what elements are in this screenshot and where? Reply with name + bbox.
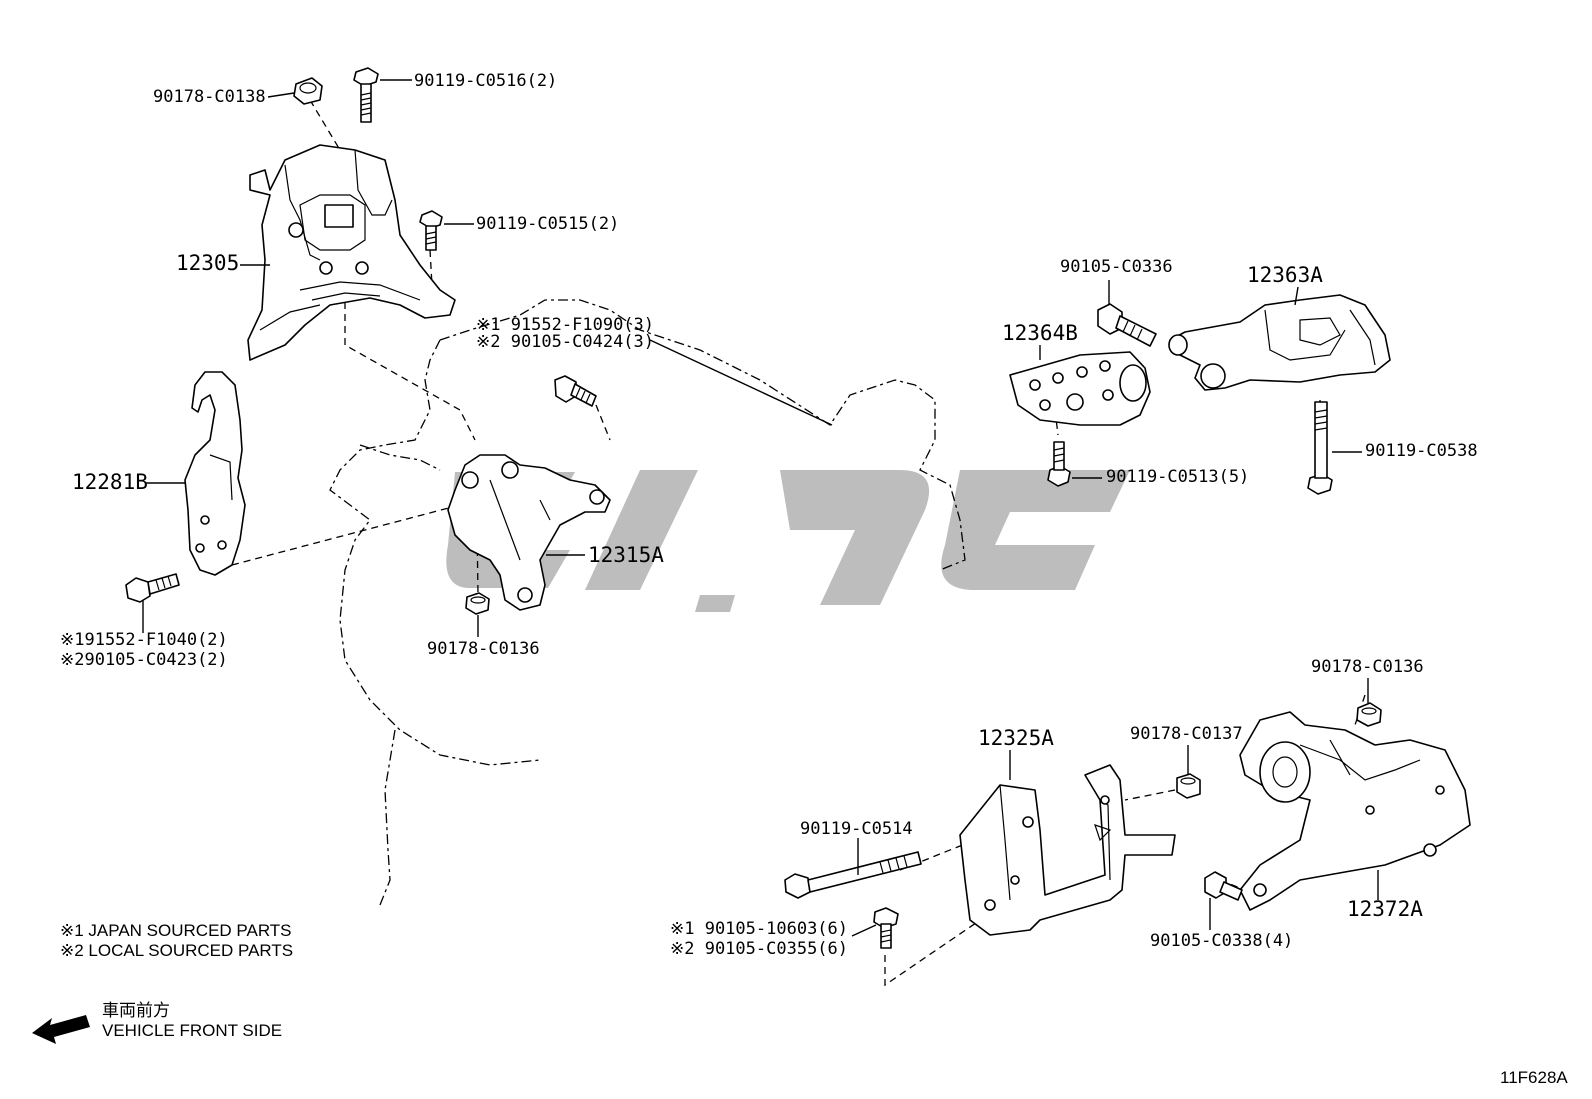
label-12305[interactable]: 12305 [176, 251, 239, 275]
bolt-90105-c0338[interactable] [1204, 871, 1243, 901]
direction-label-en: VEHICLE FRONT SIDE [102, 1021, 282, 1040]
label-90178-c0138[interactable]: 90178-C0138 [153, 87, 266, 107]
label-90119-c0515[interactable]: 90119-C0515(2) [476, 214, 619, 234]
label-12315a[interactable]: 12315A [588, 543, 664, 567]
part-labels: 90178-C0138 90119-C0516(2) 90119-C0515(2… [60, 71, 1478, 959]
label-90119-c0514[interactable]: 90119-C0514 [800, 819, 913, 839]
note-local-sourced: ※2 LOCAL SOURCED PARTS [60, 941, 293, 960]
legend-notes: ※1 JAPAN SOURCED PARTS ※2 LOCAL SOURCED … [60, 921, 293, 960]
label-12325a[interactable]: 12325A [978, 726, 1054, 750]
part-12364b-bracket[interactable] [1009, 351, 1151, 426]
bolt-90119-c0515[interactable] [419, 210, 443, 251]
bolt-90119-c0513[interactable] [1047, 441, 1071, 487]
label-90105-c0336[interactable]: 90105-C0336 [1060, 257, 1173, 277]
nut-90178-c0136-left[interactable] [465, 592, 490, 615]
bolt-91552-f1090[interactable] [554, 375, 597, 407]
label-12372a[interactable]: 12372A [1347, 897, 1423, 921]
note-japan-sourced: ※1 JAPAN SOURCED PARTS [60, 921, 292, 940]
label-90105-c0424[interactable]: ※2 90105-C0424(3) [476, 332, 654, 352]
label-91552-f1040[interactable]: ※191552-F1040(2) [60, 630, 228, 650]
watermark-logo [446, 470, 1130, 612]
label-90178-c0137[interactable]: 90178-C0137 [1130, 724, 1243, 744]
bolt-90119-c0514[interactable] [784, 851, 922, 899]
part-12372a-transmission-mount[interactable] [1239, 711, 1471, 911]
engine-outline [329, 299, 966, 906]
leader-lines [142, 79, 1379, 937]
figure-code: 11F628A [1500, 1068, 1568, 1087]
label-90119-c0513[interactable]: 90119-C0513(5) [1106, 467, 1249, 487]
part-12315a-bracket[interactable] [447, 454, 611, 611]
label-90119-c0516[interactable]: 90119-C0516(2) [414, 71, 557, 91]
label-91552-f1090[interactable]: ※1 91552-F1090(3) [476, 315, 654, 335]
label-12281b[interactable]: 12281B [72, 470, 148, 494]
bolt-90105-10603[interactable] [873, 907, 899, 949]
direction-label-jp: 車両前方 [102, 1001, 170, 1020]
bolt-90105-c0336[interactable] [1097, 303, 1157, 347]
label-90178-c0136-left[interactable]: 90178-C0136 [427, 639, 540, 659]
label-90105-c0355[interactable]: ※2 90105-C0355(6) [670, 939, 848, 959]
label-90105-c0423[interactable]: ※290105-C0423(2) [60, 650, 228, 670]
vehicle-front-indicator: 車両前方 VEHICLE FRONT SIDE [32, 1001, 282, 1044]
label-90119-c0538[interactable]: 90119-C0538 [1365, 441, 1478, 461]
label-12364b[interactable]: 12364B [1002, 321, 1078, 345]
bolt-90119-c0538[interactable] [1307, 401, 1333, 495]
part-12363a-torque-rod[interactable] [1168, 294, 1391, 391]
bolt-91552-f1040[interactable] [125, 573, 180, 603]
nut-90178-c0136-right[interactable] [1356, 702, 1382, 727]
part-12281b-bracket[interactable] [184, 371, 246, 576]
arrow-left-icon [32, 1015, 90, 1044]
label-90105-c0338[interactable]: 90105-C0338(4) [1150, 931, 1293, 951]
part-12325a-bracket[interactable] [959, 764, 1176, 936]
nut-90178-c0138[interactable] [293, 77, 323, 105]
part-12305-engine-mount[interactable] [247, 144, 456, 361]
assembly-lines [231, 99, 1366, 987]
bolt-90119-c0516[interactable] [353, 67, 379, 123]
label-90105-10603[interactable]: ※1 90105-10603(6) [670, 919, 848, 939]
nut-90178-c0137[interactable] [1176, 773, 1201, 799]
label-12363a[interactable]: 12363A [1247, 263, 1323, 287]
label-90178-c0136-right[interactable]: 90178-C0136 [1311, 657, 1424, 677]
